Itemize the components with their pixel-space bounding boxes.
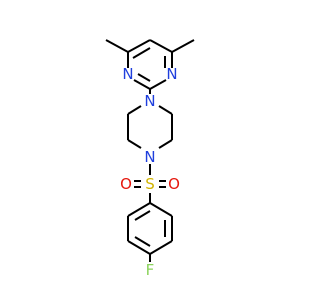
atom-o-right: O bbox=[168, 175, 180, 193]
atom-o-left: O bbox=[120, 175, 132, 193]
bond-c4-c5 bbox=[127, 39, 151, 53]
bond-c5-c6 bbox=[149, 39, 173, 53]
bond-ar4-ar5 bbox=[127, 240, 151, 255]
bond-ar3-ar4 bbox=[149, 240, 173, 255]
bond-c4-c5-double bbox=[132, 47, 151, 59]
atom-labels: N N N N S O O F bbox=[120, 65, 180, 279]
atom-n-pyrimidine-right: N bbox=[166, 65, 177, 83]
bond-ar1-ar2 bbox=[149, 202, 173, 217]
bonds bbox=[105, 39, 195, 262]
atom-n-piperazine-bottom: N bbox=[144, 148, 155, 166]
bond-pip-c4-n1 bbox=[127, 105, 142, 115]
bond-pip-n4-c3 bbox=[127, 139, 142, 149]
bond-ar6-ar1 bbox=[127, 202, 151, 217]
bond-ar4-ar5-double bbox=[134, 236, 151, 247]
bond-pip-n1-c1 bbox=[158, 105, 173, 115]
atom-n-piperazine-top: N bbox=[144, 92, 155, 110]
atom-n-pyrimidine-left: N bbox=[122, 65, 133, 83]
bond-n3-c2 bbox=[149, 79, 167, 90]
atom-f: F bbox=[146, 261, 155, 279]
bond-pip-c2-n4 bbox=[158, 139, 173, 149]
atom-s-sulfonyl: S bbox=[145, 175, 155, 193]
bond-c2-n1 bbox=[133, 79, 151, 90]
bond-c2-n1-double bbox=[137, 73, 151, 82]
bond-c6-methyl bbox=[171, 39, 195, 53]
structure-diagram: N N N N S O O F bbox=[105, 39, 195, 279]
bond-ar6-ar1-double bbox=[134, 210, 151, 221]
bond-c4-methyl bbox=[105, 39, 129, 53]
structure-canvas: N N N N S O O F bbox=[105, 39, 195, 279]
